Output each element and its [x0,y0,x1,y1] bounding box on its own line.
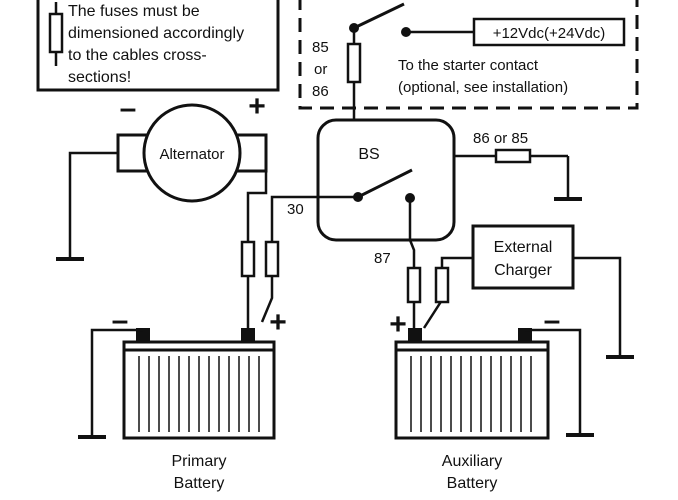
alternator-label: Alternator [159,146,224,163]
auxiliary-plus-label: + [389,308,407,341]
fuse-icon [48,2,64,66]
auxiliary-battery: + – Auxiliary Battery [389,304,560,492]
primary-battery: – + Primary Battery [112,304,287,492]
starter-switch [353,2,405,30]
primary-minus-label: – [112,304,129,337]
alternator-minus-label: – [120,92,137,125]
or-label: or [314,61,327,78]
bs-switch [357,168,413,199]
fuse-icon [346,42,362,84]
primary-battery-label-line-1: Primary [171,453,226,470]
bs-label: BS [358,146,379,163]
starter-contact-line-2: (optional, see installation) [398,79,568,96]
ground-terminal-label: 86 or 85 [473,130,528,147]
terminal-87-label: 87 [374,250,391,267]
fuse-note: The fuses must be dimensioned accordingl… [36,0,280,92]
auxiliary-battery-label-line-1: Auxiliary [442,453,502,470]
auxiliary-battery-label-line-2: Battery [447,475,498,492]
supply-terminal-dot [401,27,411,37]
fuse-icon [434,266,450,304]
primary-battery-label-line-2: Battery [174,475,225,492]
starter-contact-line-1: To the starter contact [398,57,539,74]
note-line-4: sections! [68,69,131,86]
note-line-2: dimensioned accordingly [68,25,244,42]
terminal-86-label: 86 [312,83,329,100]
charger-label-line-2: Charger [494,262,552,279]
external-charger: External Charger [471,224,575,290]
note-line-1: The fuses must be [68,3,200,20]
charger-label-line-1: External [494,239,553,256]
fuse-icon [240,240,256,278]
alternator: Alternator – + [116,90,268,203]
fuse-icon [264,240,280,278]
starter-contact-box: 85 or 86 To the starter contact (optiona… [298,0,639,110]
terminal-85-label: 85 [312,39,329,56]
terminal-30-label: 30 [287,201,304,218]
fuse-icon [494,148,532,164]
note-line-3: to the cables cross- [68,47,207,64]
fuse-icon [406,266,422,304]
alternator-plus-label: + [248,90,266,123]
primary-plus-label: + [269,306,287,339]
auxiliary-minus-label: – [544,304,561,337]
supply-voltage-label: +12Vdc(+24Vdc) [493,25,606,42]
bs-relay: BS [316,118,456,242]
